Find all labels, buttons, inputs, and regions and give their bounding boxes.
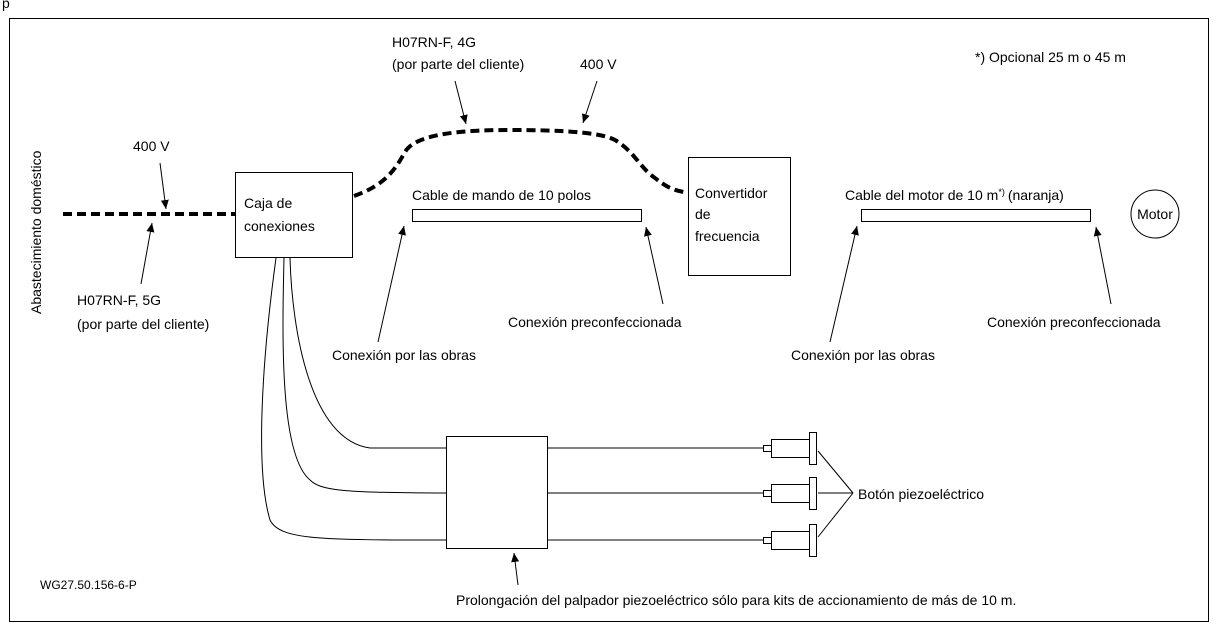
motor-cable-label-tail: (naranja)	[1008, 187, 1064, 203]
extension-box	[446, 436, 548, 549]
motor-cable-label-sup: *)	[998, 187, 1005, 197]
control-cable-preconf-arrow	[644, 226, 664, 305]
converter-label-line2: de	[695, 206, 711, 222]
piezo-pointer-3	[817, 492, 854, 538]
motor-cable	[861, 209, 1091, 222]
motor-cable-preconf-arrow	[1093, 226, 1112, 305]
supply-label: Abastecimiento doméstico	[28, 150, 44, 314]
diagram-frame	[9, 18, 1209, 622]
cable-4g-arrow	[454, 80, 468, 125]
motor-label: Motor	[1137, 206, 1173, 222]
piezo-wire-2	[282, 257, 447, 494]
piezo-button-3	[763, 524, 817, 557]
cable-5g-arrow	[140, 222, 155, 285]
converter-label-line1: Convertidor	[695, 185, 768, 201]
piezo-wire-3	[261, 257, 447, 541]
extension-note: Prolongación del palpador piezoeléctrico…	[456, 592, 1016, 608]
optional-note: *) Opcional 25 m o 45 m	[975, 49, 1126, 65]
control-cable	[412, 209, 642, 222]
preconf-connection-label-1: Conexión preconfeccionada	[508, 314, 682, 330]
cable-4g-label-line1: H07RN-F, 4G	[392, 34, 476, 50]
page-mark: p	[2, 0, 10, 11]
junction-box	[235, 172, 353, 258]
voltage-left-label: 400 V	[133, 138, 170, 154]
piezo-button-1	[763, 432, 817, 465]
junction-box-label-line1: Caja de	[244, 195, 292, 211]
extension-arrow	[511, 552, 520, 586]
piezo-pointer-1	[817, 450, 854, 494]
preconf-connection-label-2: Conexión preconfeccionada	[987, 314, 1161, 330]
figure-code: WG27.50.156-6-P	[40, 578, 137, 592]
site-connection-label-1: Conexión por las obras	[332, 347, 476, 363]
voltage-top-label: 400 V	[580, 56, 617, 72]
voltage-top-arrow	[582, 80, 598, 124]
control-cable-label: Cable de mando de 10 polos	[412, 187, 591, 203]
cable-5g-label-line1: H07RN-F, 5G	[77, 292, 161, 308]
piezo-button-2	[763, 477, 817, 510]
cable-5g-label-line2: (por parte del cliente)	[77, 316, 209, 332]
frequency-converter	[688, 157, 791, 276]
piezo-wire-1	[289, 257, 446, 449]
motor-symbol	[1130, 189, 1180, 239]
motor-cable-label: Cable del motor de 10 m*)(naranja)	[845, 187, 1064, 203]
site-connection-label-2: Conexión por las obras	[791, 347, 935, 363]
cable-4g-label-line2: (por parte del cliente)	[392, 56, 524, 72]
feed-cable-4g-dashed	[353, 127, 685, 198]
motor-cable-label-main: Cable del motor de 10 m	[845, 187, 998, 203]
motor-cable-site-arrow	[829, 225, 859, 343]
piezo-button-label: Botón piezoeléctrico	[858, 486, 984, 502]
converter-label-line3: frecuencia	[695, 228, 760, 244]
control-cable-site-arrow	[377, 225, 406, 343]
voltage-left-arrow	[159, 162, 169, 210]
junction-box-label-line2: conexiones	[244, 218, 315, 234]
